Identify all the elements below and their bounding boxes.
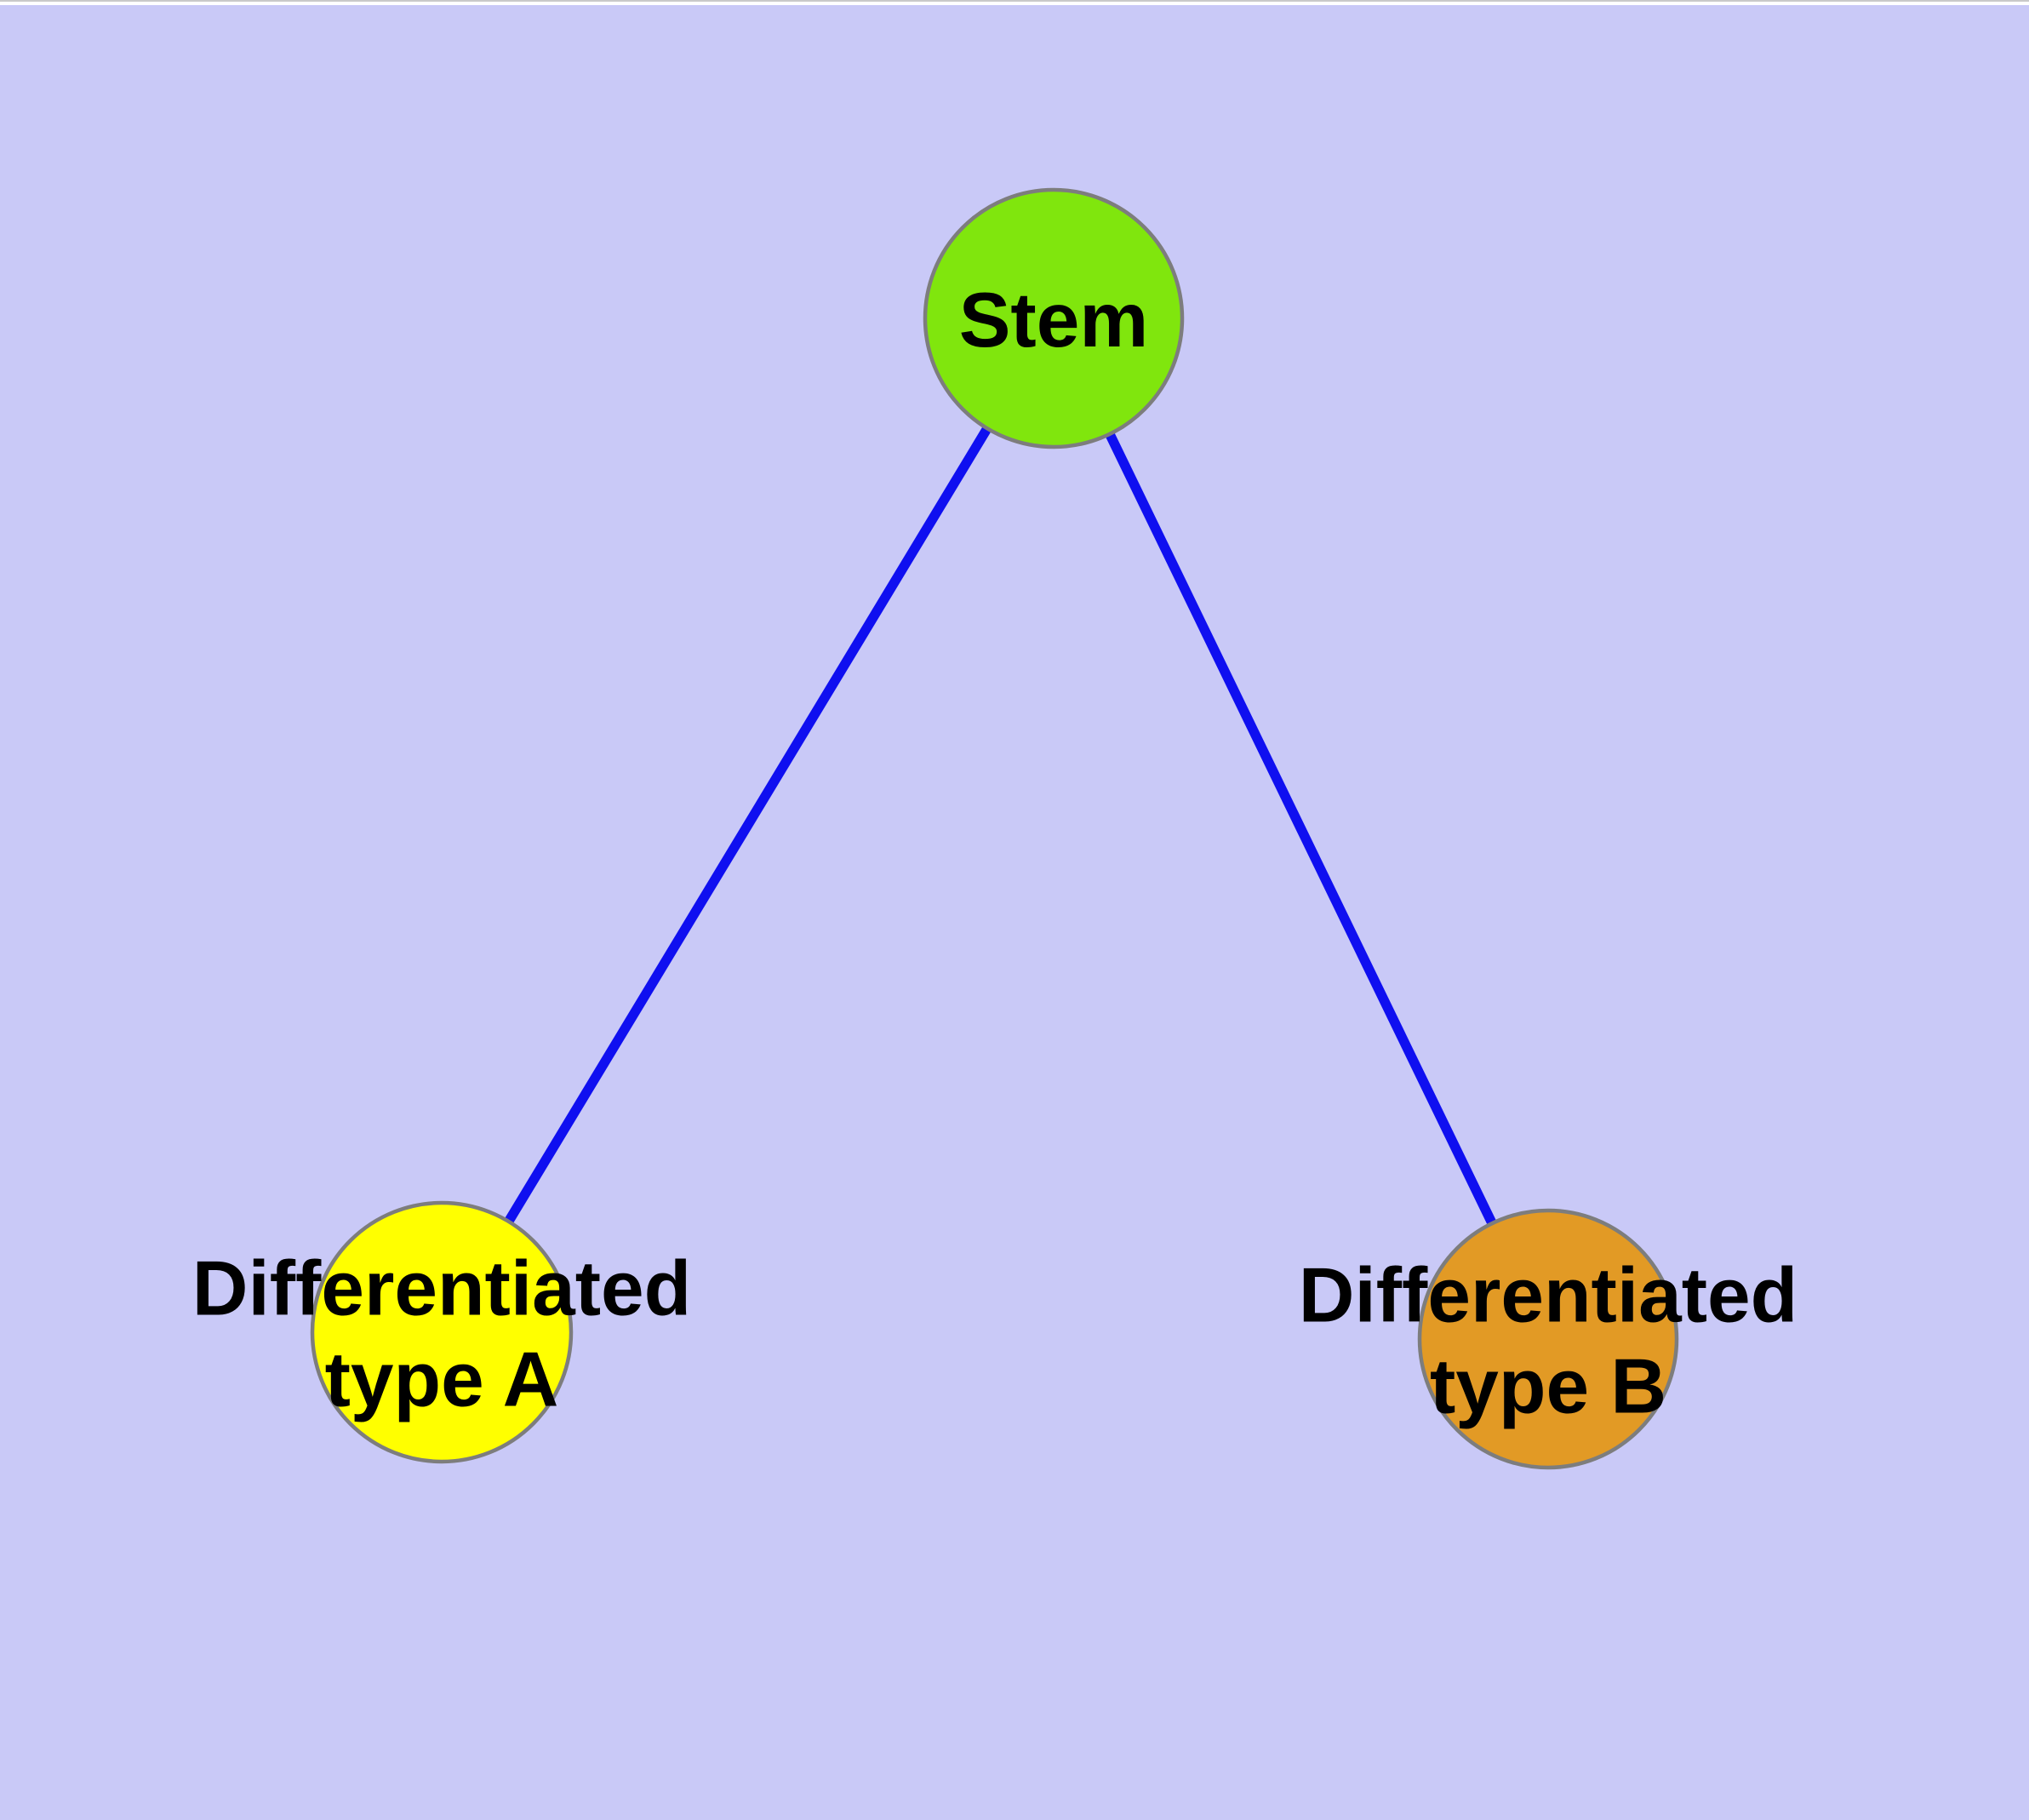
edges-layer — [437, 316, 1553, 1342]
node-label-line: type B — [1430, 1344, 1666, 1430]
node-circle-stem — [923, 187, 1185, 449]
node-label-line: Differentiated — [1299, 1253, 1798, 1339]
node-circle-differentiated-type-b — [1417, 1208, 1679, 1470]
edge-stem-to-differentiated-type-b — [1049, 316, 1553, 1342]
top-white-strip — [0, 2, 2029, 5]
node-label-line: Differentiated — [192, 1246, 692, 1332]
node-circle-differentiated-type-a — [310, 1200, 574, 1464]
node-label-line: type A — [325, 1337, 559, 1423]
node-stem: Stem — [923, 187, 1185, 449]
edge-stem-to-differentiated-type-a — [437, 316, 1058, 1335]
top-hairline — [0, 0, 2029, 2]
node-label-line: Stem — [959, 278, 1149, 363]
node-label-stem: Stem — [959, 278, 1149, 363]
